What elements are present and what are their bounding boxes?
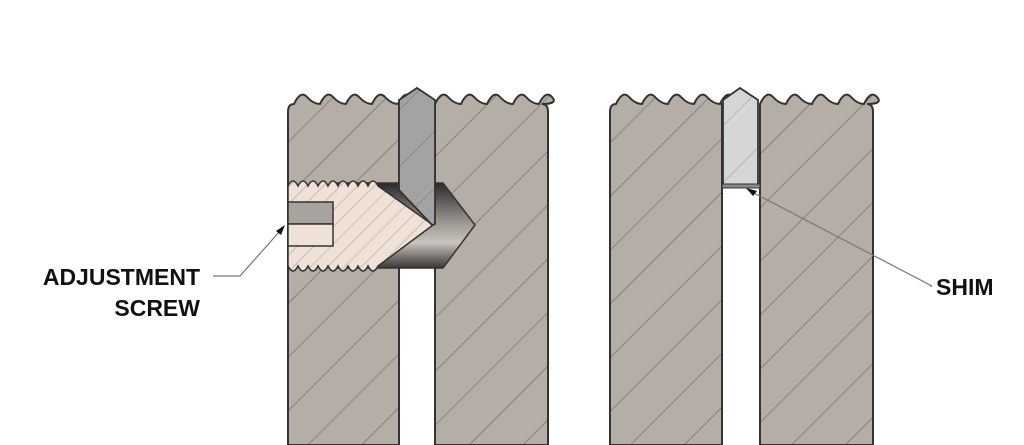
right-holder-block [609, 86, 880, 445]
label-shim: SHIM [936, 274, 994, 300]
leader-adjustment-screw [213, 225, 285, 277]
leader-shim [746, 188, 933, 287]
label-screw: SCREW [114, 295, 200, 321]
shim [721, 183, 761, 189]
hex-socket-lower [287, 223, 334, 247]
left-holder-block [287, 86, 555, 445]
hex-socket-upper [287, 201, 334, 225]
label-adjustment: ADJUSTMENT [43, 264, 200, 290]
cutting-insert-right [722, 86, 759, 186]
right-block-body [609, 93, 880, 445]
cutting-insert-left [398, 86, 436, 227]
